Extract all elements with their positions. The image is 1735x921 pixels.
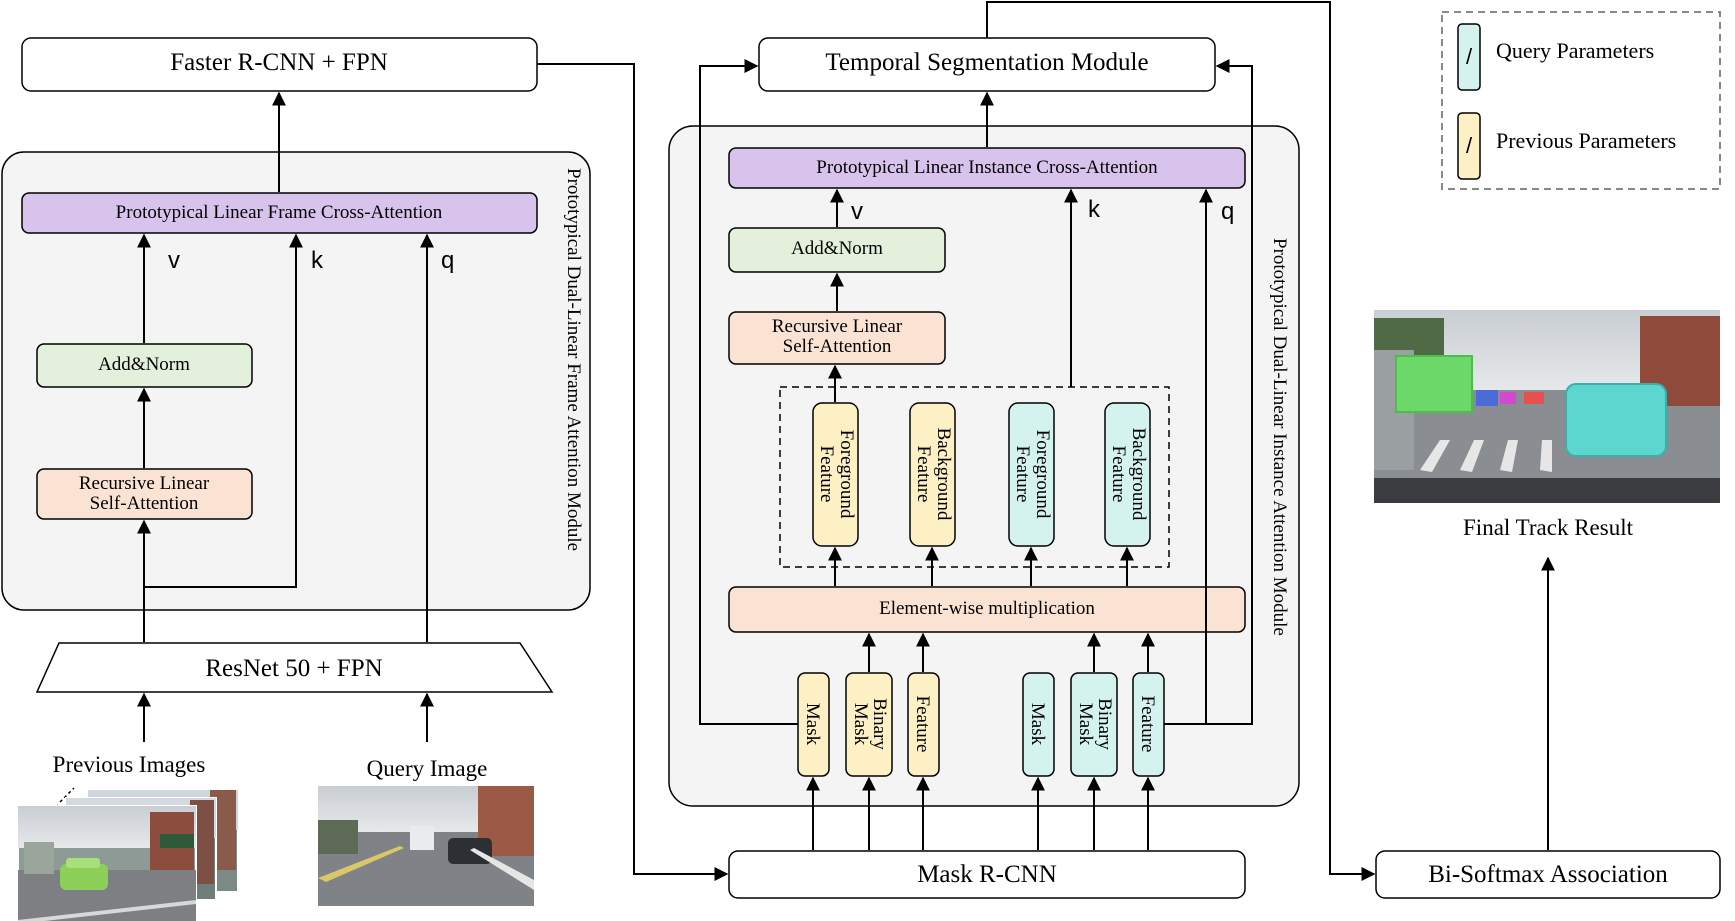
legend-query-swatch xyxy=(1457,23,1481,91)
temporal-segmentation-label: Temporal Segmentation Module xyxy=(825,49,1148,76)
frame-cross-attention-box xyxy=(21,192,538,234)
input-label-5b: Mask xyxy=(1075,703,1096,746)
input-label-3: Feature xyxy=(912,696,933,753)
frame-attention-panel-label: Prototypical Dual-Linear Frame Attention… xyxy=(563,168,584,551)
resnet-backbone xyxy=(35,642,554,693)
input-mask-query: Mask xyxy=(1022,672,1055,777)
input-binary-mask-query: Binary Mask xyxy=(1070,672,1118,777)
input-label-4: Mask xyxy=(1027,703,1048,746)
feature-label-1b: Feature xyxy=(816,446,837,503)
instance-k-label: k xyxy=(1088,196,1101,223)
feature-label-4b: Feature xyxy=(1108,446,1129,503)
bisoftmax-label: Bi-Softmax Association xyxy=(1428,861,1668,888)
previous-images-stack xyxy=(17,787,239,921)
feature-column-4: Background Feature xyxy=(1104,402,1151,547)
input-feature-prev: Feature xyxy=(907,672,940,777)
left-q-label: q xyxy=(441,247,454,274)
legend-previous-swatch xyxy=(1457,112,1481,180)
instance-cross-attention-label: Prototypical Linear Instance Cross-Atten… xyxy=(816,157,1158,178)
feature-column-3: Foreground Feature xyxy=(1008,402,1055,547)
input-label-2b: Mask xyxy=(850,703,871,746)
input-label-1: Mask xyxy=(802,703,823,746)
frame-add-norm-box xyxy=(36,343,253,388)
feature-box-2 xyxy=(909,402,956,547)
frame-add-norm-label: Add&Norm xyxy=(98,354,190,375)
mask-rcnn-box xyxy=(728,850,1246,899)
arrow-left-k xyxy=(144,233,303,588)
instance-add-norm-box xyxy=(728,227,946,273)
resnet-label: ResNet 50 + FPN xyxy=(205,655,382,682)
legend-previous-glyph: / xyxy=(1466,133,1473,158)
mask-rcnn-label: Mask R-CNN xyxy=(917,861,1057,888)
feature-label-1a: Foreground xyxy=(836,430,857,519)
instance-cross-attention-box xyxy=(728,147,1246,189)
input-mask-prev: Mask xyxy=(797,672,830,777)
final-track-image xyxy=(1374,310,1720,503)
previous-images-label: Previous Images xyxy=(53,752,206,777)
legend-query-glyph: / xyxy=(1466,44,1473,69)
left-v-label: v xyxy=(168,247,180,274)
legend-previous-label: Previous Parameters xyxy=(1496,128,1676,153)
frame-cross-attention-label: Prototypical Linear Frame Cross-Attentio… xyxy=(116,202,443,223)
feature-label-4a: Background xyxy=(1128,428,1149,521)
frame-recursive-attention-box xyxy=(36,468,253,520)
final-track-result-label: Final Track Result xyxy=(1463,515,1634,540)
instance-v-label: v xyxy=(851,198,863,225)
elementwise-box xyxy=(728,586,1246,633)
instance-q-label: q xyxy=(1221,198,1234,225)
feature-label-2a: Background xyxy=(933,428,954,521)
feature-column-2: Background Feature xyxy=(909,402,956,547)
query-image xyxy=(318,786,534,906)
query-image-label: Query Image xyxy=(367,756,488,781)
feature-label-3b: Feature xyxy=(1012,446,1033,503)
instance-recursive-attention-box xyxy=(728,311,946,365)
legend-query-label: Query Parameters xyxy=(1496,38,1654,63)
feature-box-3 xyxy=(1008,402,1055,547)
feature-label-3a: Foreground xyxy=(1032,430,1053,519)
frame-recursive-label-2: Self-Attention xyxy=(90,493,199,514)
input-label-2a: Binary xyxy=(869,698,890,750)
feature-box-4 xyxy=(1104,402,1151,547)
input-feature-query: Feature xyxy=(1132,672,1165,777)
instance-attention-panel-label: Prototypical Dual-Linear Instance Attent… xyxy=(1269,238,1290,636)
instance-add-norm-label: Add&Norm xyxy=(791,238,883,259)
input-binary-mask-prev: Binary Mask xyxy=(845,672,893,777)
legend-box xyxy=(1441,11,1721,190)
left-k-label: k xyxy=(311,247,324,274)
instance-recursive-label-1: Recursive Linear xyxy=(772,316,903,337)
bisoftmax-box xyxy=(1375,850,1721,899)
elementwise-label: Element-wise multiplication xyxy=(879,598,1095,619)
feature-label-2b: Feature xyxy=(913,446,934,503)
input-label-5a: Binary xyxy=(1094,698,1115,750)
frame-recursive-label-1: Recursive Linear xyxy=(79,473,210,494)
feature-group-dashed xyxy=(779,386,1170,568)
faster-rcnn-label: Faster R-CNN + FPN xyxy=(170,49,388,76)
input-label-6: Feature xyxy=(1137,696,1158,753)
feature-column-1: Foreground Feature xyxy=(812,402,859,547)
feature-box-1 xyxy=(812,402,859,547)
instance-recursive-label-2: Self-Attention xyxy=(783,336,892,357)
